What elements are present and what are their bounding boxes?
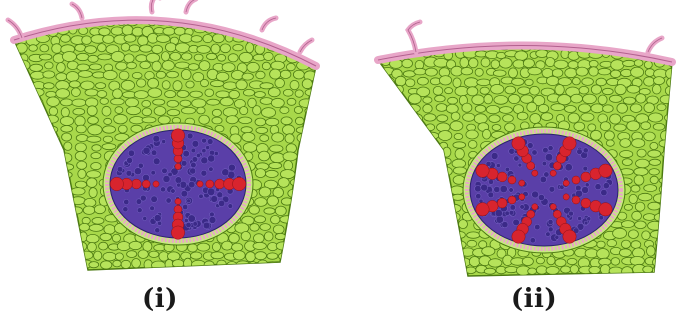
xylem-vessel bbox=[476, 164, 489, 177]
panel-label-ii: (ii) bbox=[360, 284, 696, 314]
xylem-vessel bbox=[581, 198, 591, 208]
xylem-vessel bbox=[519, 194, 525, 200]
xylem-vessel bbox=[550, 204, 556, 210]
xylem-vessel bbox=[175, 198, 181, 204]
root-hair bbox=[262, 18, 276, 30]
panel-i: (i) bbox=[0, 0, 348, 320]
xylem-vessel bbox=[581, 172, 591, 182]
xylem-vessel bbox=[233, 177, 246, 190]
root-hair bbox=[72, 4, 82, 18]
root-hair bbox=[648, 38, 662, 52]
xylem-vessel bbox=[110, 177, 123, 190]
root-cross-section-ii bbox=[348, 0, 696, 280]
xylem-vessel bbox=[508, 176, 516, 184]
xylem-vessel bbox=[519, 180, 525, 186]
xylem-vessel bbox=[599, 164, 612, 177]
xylem-vessel bbox=[497, 172, 507, 182]
xylem-vessel bbox=[532, 170, 538, 176]
xylem-vessel bbox=[550, 170, 556, 176]
root-hair bbox=[300, 40, 312, 52]
xylem-vessel bbox=[508, 196, 516, 204]
panel-ii: (ii) bbox=[348, 0, 696, 320]
xylem-vessel bbox=[532, 204, 538, 210]
xylem-vessel bbox=[171, 226, 184, 239]
xylem-vessel bbox=[171, 129, 184, 142]
xylem-vessel bbox=[599, 203, 612, 216]
xylem-vessel bbox=[563, 230, 576, 243]
root-hair bbox=[151, 0, 160, 12]
panel-label-i: (i) bbox=[0, 284, 334, 314]
xylem-vessel bbox=[563, 194, 569, 200]
xylem-vessel bbox=[132, 179, 142, 189]
xylem-vessel bbox=[497, 198, 507, 208]
xylem-vessel bbox=[512, 230, 525, 243]
xylem-vessel bbox=[572, 196, 580, 204]
xylem-vessel bbox=[206, 180, 214, 188]
xylem-vessel bbox=[197, 181, 203, 187]
xylem-vessel bbox=[476, 203, 489, 216]
xylem-vessel bbox=[512, 137, 525, 150]
root-hair bbox=[8, 20, 22, 38]
root-hair bbox=[408, 22, 420, 52]
xylem-vessel bbox=[153, 181, 159, 187]
xylem-vessel bbox=[563, 137, 576, 150]
xylem-vessel bbox=[175, 163, 181, 169]
root-cross-section-i bbox=[0, 0, 348, 280]
xylem-vessel bbox=[142, 180, 150, 188]
xylem-vessel bbox=[563, 180, 569, 186]
xylem-vessel bbox=[215, 179, 225, 189]
xylem-vessel bbox=[572, 176, 580, 184]
